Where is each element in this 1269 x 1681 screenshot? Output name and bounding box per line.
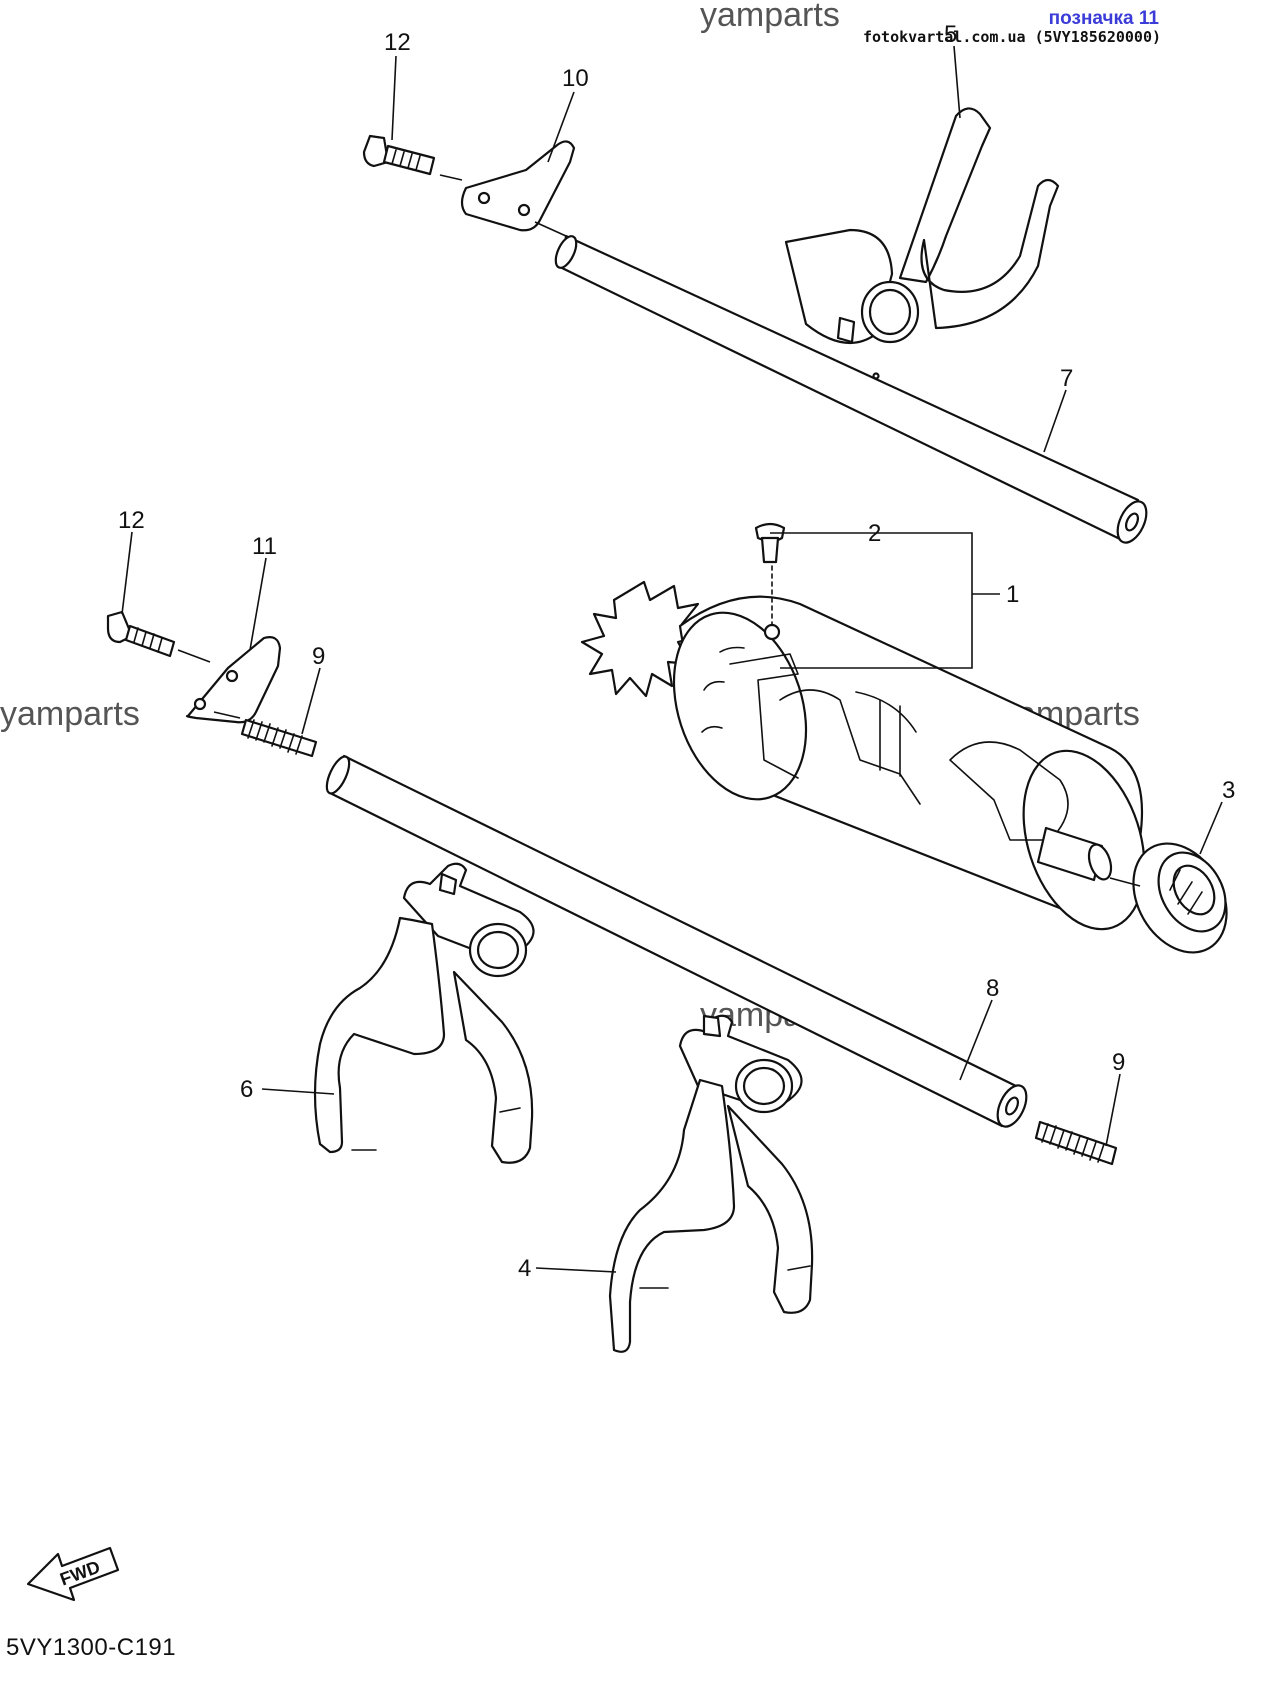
leader-7 (1043, 389, 1067, 453)
watermark-top: yamparts (700, 0, 840, 34)
watermark-left: yamparts (0, 695, 140, 733)
shaft-7 (554, 234, 1148, 544)
callout-3: 3 (1222, 777, 1235, 804)
bolt-12-upper (362, 134, 436, 176)
callout-4: 4 (518, 1255, 531, 1282)
callout-11: 11 (252, 533, 277, 560)
plate-11 (185, 636, 282, 724)
callout-12-lower: 12 (118, 507, 145, 534)
fwd-arrow-icon: FWD (26, 1546, 120, 1602)
callout-9-right: 9 (1112, 1049, 1125, 1076)
bearing-3 (1132, 842, 1228, 954)
shift-fork-4 (608, 1014, 814, 1353)
callout-8: 8 (986, 975, 999, 1002)
bolt-12-lower (106, 610, 176, 658)
leader-4 (535, 1267, 617, 1273)
leader-3 (1199, 801, 1223, 855)
callout-2: 2 (868, 520, 881, 547)
leader-5 (953, 45, 961, 119)
callout-1: 1 (1006, 581, 1019, 608)
leader-10 (547, 91, 575, 163)
shaft-8 (325, 754, 1028, 1128)
spring-9-left (240, 718, 318, 758)
leader-11 (249, 557, 267, 651)
leader-9-right (1105, 1073, 1121, 1147)
tag-label: позначка 11 (1048, 8, 1159, 29)
spring-9-right (1034, 1120, 1118, 1166)
shift-fork-5 (784, 107, 1060, 345)
callout-12-upper: 12 (384, 29, 411, 56)
leader-6 (261, 1088, 335, 1095)
plate-10 (460, 140, 576, 232)
leader-8 (959, 999, 993, 1081)
leader-12-lower (121, 531, 133, 615)
diagram-code: 5VY1300-C191 (6, 1634, 177, 1661)
leader-2-1-bracket (770, 532, 973, 669)
shift-drum-1 (580, 580, 1146, 931)
callout-9-left: 9 (312, 643, 325, 670)
source-note: fotokvartal.com.ua (5VY185620000) (862, 28, 1161, 46)
callout-7: 7 (1060, 365, 1073, 392)
leader-9-left (301, 667, 321, 735)
shift-fork-6 (313, 862, 535, 1164)
callout-10: 10 (562, 65, 589, 92)
leader-12-upper (391, 55, 397, 141)
callout-6: 6 (240, 1076, 253, 1103)
callout-5: 5 (944, 21, 957, 48)
